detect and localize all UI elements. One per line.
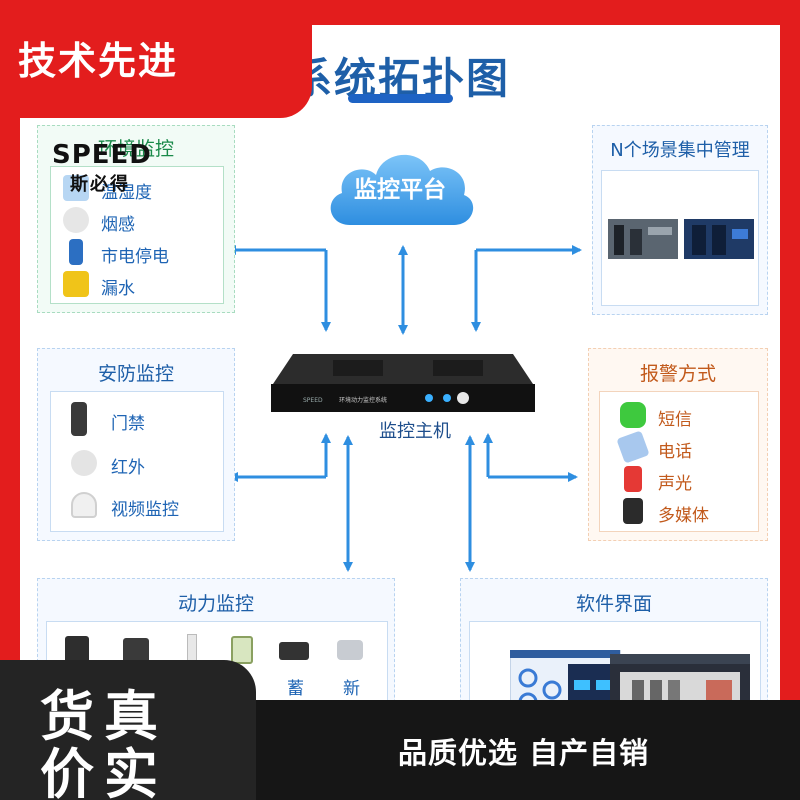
panel-security-title: 安防监控 xyxy=(97,363,174,385)
power-item-label: 新 xyxy=(343,679,360,699)
fresh-air-icon xyxy=(337,640,363,660)
host-plate-text: 环境动力监控系统 xyxy=(339,396,387,404)
security-item-label: 门禁 xyxy=(111,414,145,434)
brand-logo-cn: 斯必得 xyxy=(70,174,130,195)
thermometer-icon xyxy=(63,175,89,201)
topology-diagram: 系统拓扑图 xyxy=(20,25,780,725)
power-sensor-icon xyxy=(69,239,83,265)
svg-text:SPEED: SPEED xyxy=(303,397,323,404)
access-control-icon xyxy=(71,402,87,436)
host-label: 监控主机 xyxy=(379,421,451,442)
panel-alarm: 报警方式 短信 电话 声光 多媒体 xyxy=(588,348,768,541)
sms-icon xyxy=(620,402,646,428)
promo-badge-text: 技术先进 xyxy=(18,39,179,83)
promo-badge xyxy=(0,0,312,118)
brand-logo: SPEED xyxy=(52,140,152,170)
panel-scenes-title: N个场景集中管理 xyxy=(610,140,750,161)
panel-scenes: N个场景集中管理 xyxy=(592,125,768,315)
phone-icon xyxy=(616,430,650,464)
battery-icon xyxy=(279,642,309,660)
server-room-photo xyxy=(608,219,754,259)
camera-icon xyxy=(71,492,97,518)
panel-security-list: 门禁 红外 视频监控 xyxy=(50,391,224,532)
env-item-label: 烟感 xyxy=(101,215,135,235)
title-underline xyxy=(348,94,453,103)
power-meter-icon xyxy=(231,636,253,664)
smoke-detector-icon xyxy=(63,207,89,233)
env-item-label: 漏水 xyxy=(101,279,135,299)
panel-environment: 环境监控 温湿度 烟感 市电停电 漏水 xyxy=(37,125,235,313)
security-item-label: 红外 xyxy=(111,458,145,478)
footer-slogan-line1: 货真 xyxy=(40,685,168,748)
infrared-sensor-icon xyxy=(71,450,97,476)
alarm-item-label: 声光 xyxy=(658,474,692,494)
host-device-image: SPEED 环境动力监控系统 xyxy=(271,354,535,412)
panel-security: 安防监控 门禁 红外 视频监控 xyxy=(37,348,235,541)
panel-alarm-title: 报警方式 xyxy=(639,363,716,385)
panel-environment-list: 温湿度 烟感 市电停电 漏水 xyxy=(50,166,224,304)
panel-power-title: 动力监控 xyxy=(177,593,254,615)
panel-scenes-images xyxy=(601,170,759,306)
footer-left-block xyxy=(0,660,256,800)
security-item-label: 视频监控 xyxy=(111,500,179,520)
power-item-label: 蓄 xyxy=(287,679,304,699)
footer-slogan-line2: 价实 xyxy=(40,743,168,800)
alarm-item-label: 多媒体 xyxy=(658,506,709,526)
panel-environment-title: 环境监控 xyxy=(97,138,174,160)
cloud-label: 监控平台 xyxy=(354,177,446,203)
water-leak-icon xyxy=(63,271,89,297)
cloud-icon xyxy=(330,154,474,225)
alarm-item-label: 电话 xyxy=(658,442,692,462)
env-item-label: 温湿度 xyxy=(101,183,152,203)
env-item-label: 市电停电 xyxy=(101,247,169,267)
panel-software-title: 软件界面 xyxy=(575,593,652,615)
panel-alarm-list: 短信 电话 声光 多媒体 xyxy=(599,391,759,532)
speaker-icon xyxy=(623,498,643,524)
footer-tagline: 品质优选 自产自销 xyxy=(398,736,650,770)
alarm-item-label: 短信 xyxy=(658,410,692,430)
siren-icon xyxy=(624,466,642,492)
